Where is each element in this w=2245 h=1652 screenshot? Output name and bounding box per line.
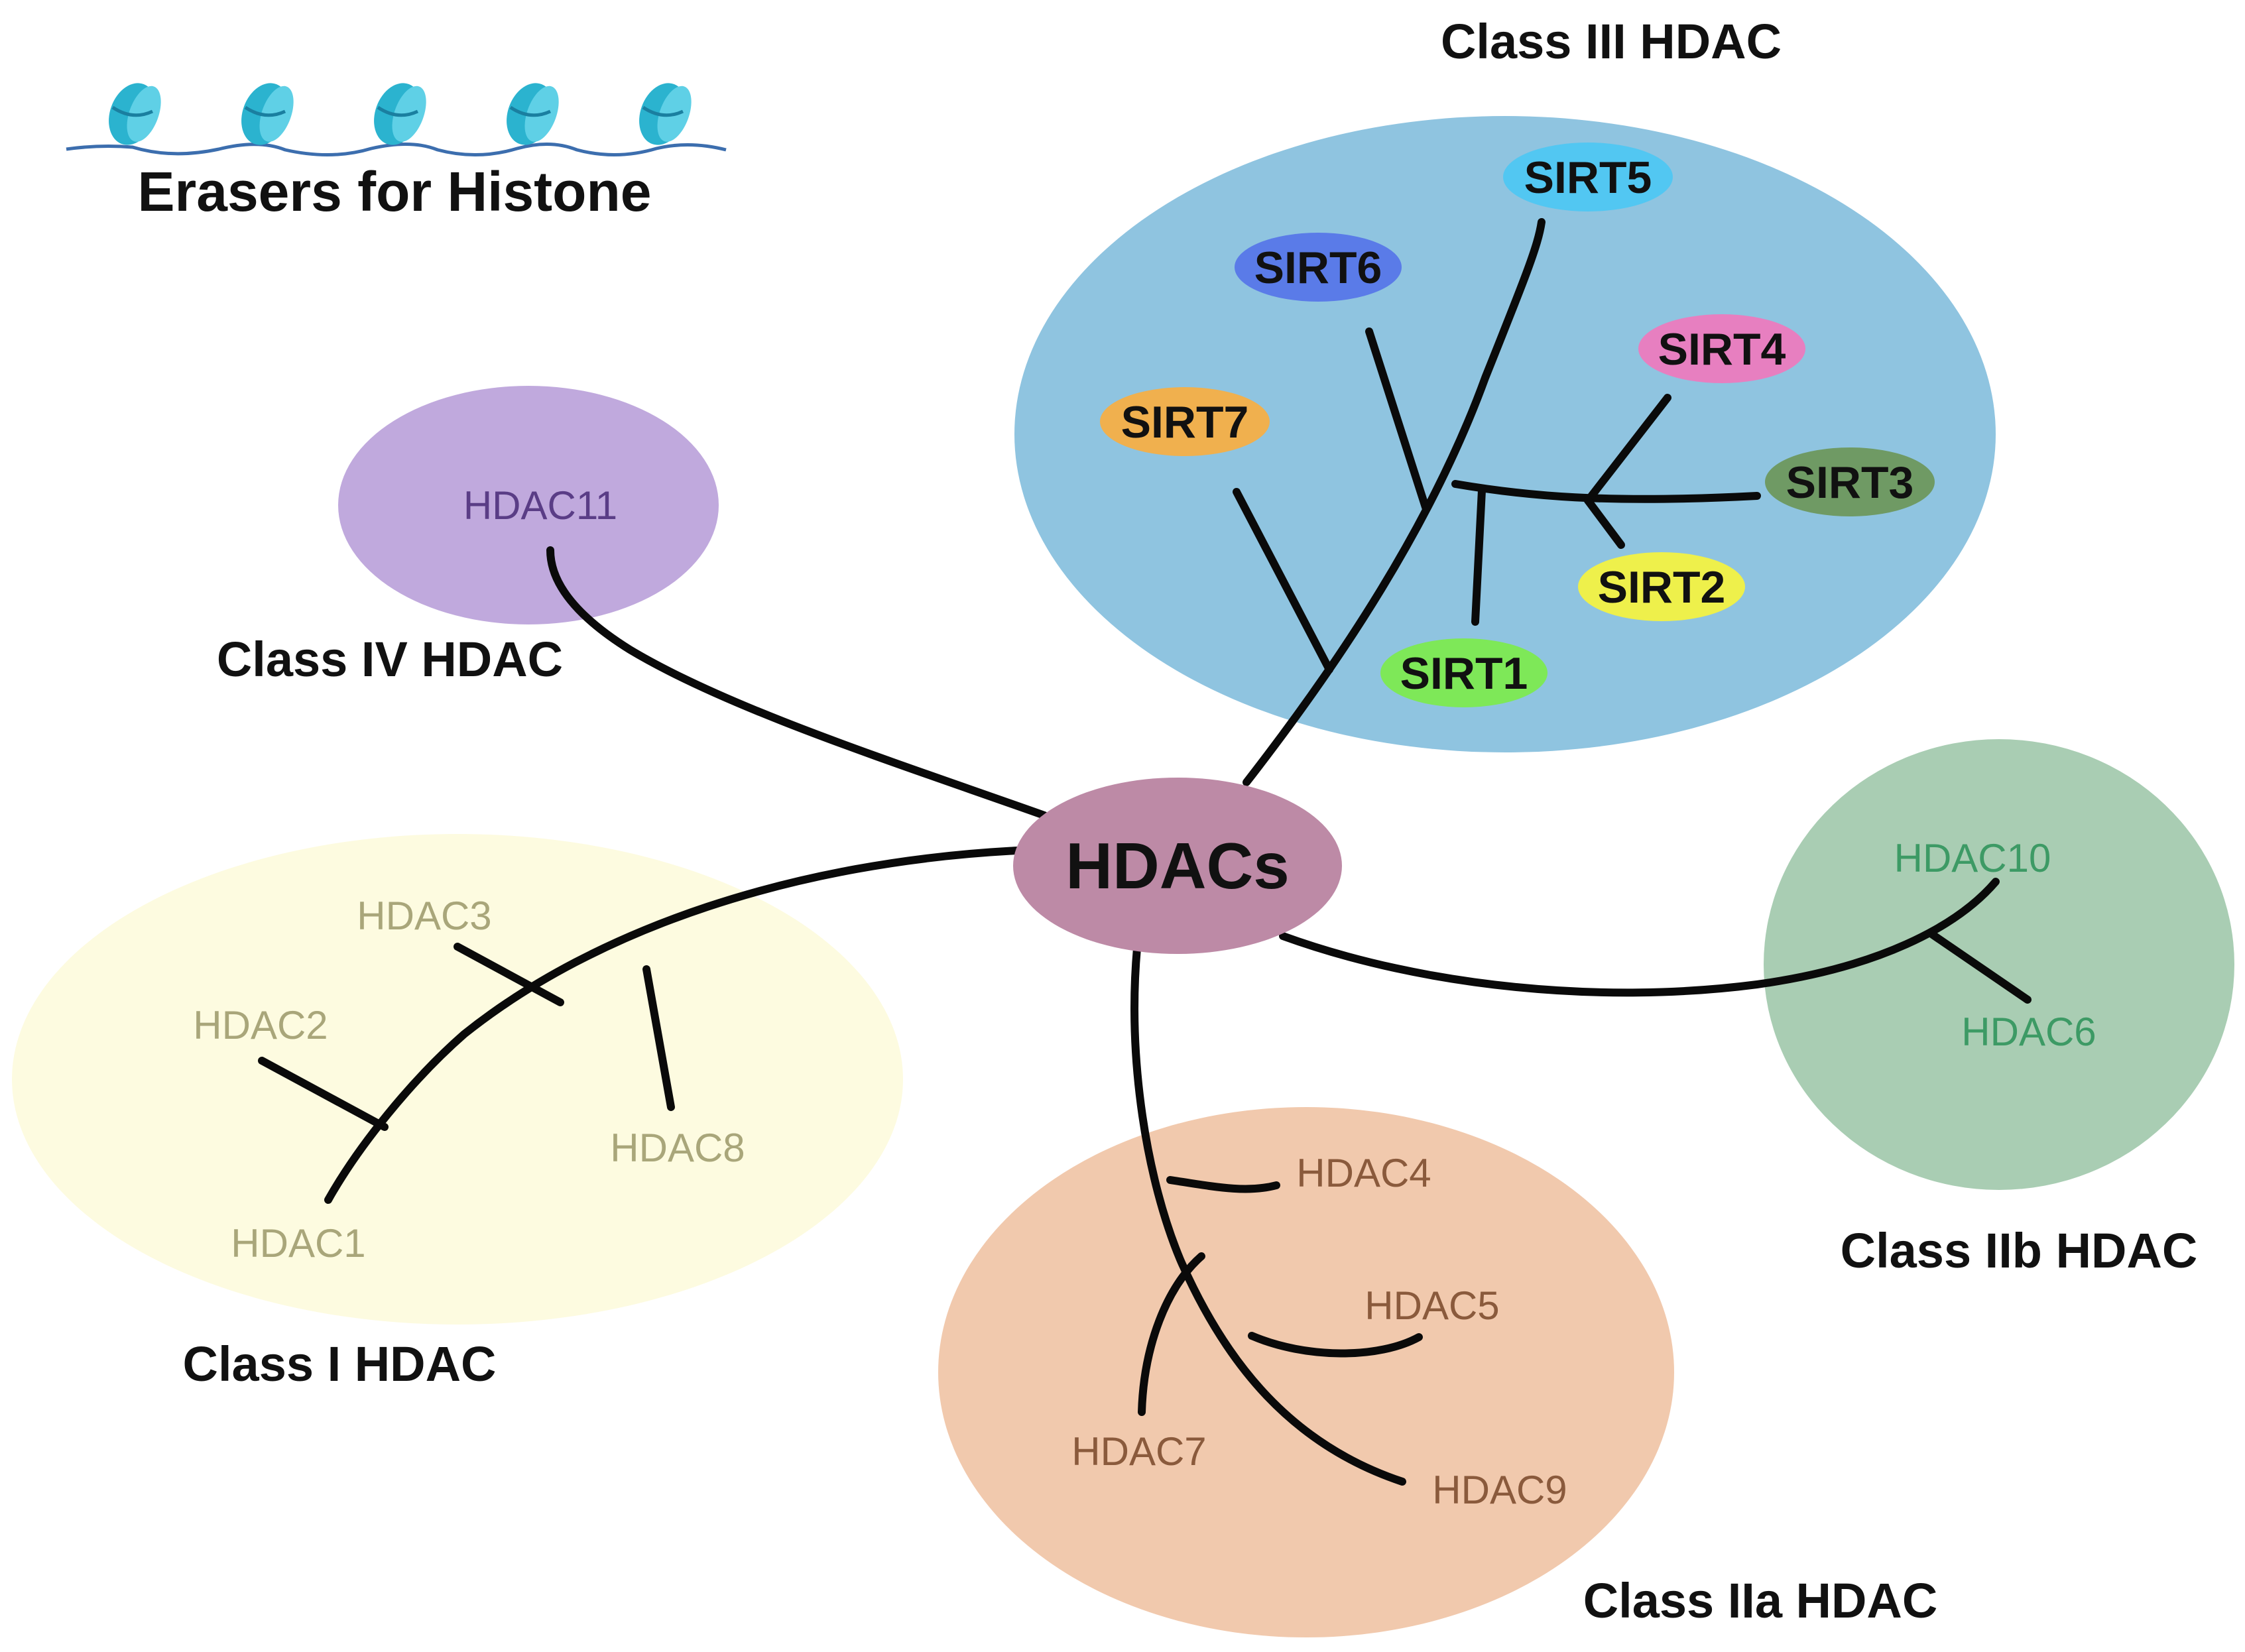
branch-hdac3 (454, 943, 564, 1006)
branch-sirt1 (1471, 487, 1486, 626)
branch-sirt7 (1233, 488, 1333, 674)
class-iib-region (1764, 739, 2234, 1190)
sirt3-pill (1765, 447, 1935, 516)
dna-strand (66, 142, 727, 156)
branch-hdac5 (1248, 1332, 1423, 1358)
class-iia-region (938, 1107, 1674, 1637)
sirt2-pill (1578, 552, 1745, 621)
branch-class-iv (546, 546, 1048, 819)
diagram-title: Erasers for Histone (138, 160, 652, 223)
hdac1-label: HDAC1 (231, 1221, 365, 1266)
branch-hdac4 (1166, 1176, 1280, 1193)
branch-class-iia (1130, 944, 1406, 1486)
nucleosome-icon (241, 83, 294, 145)
nucleosome-icon (639, 83, 692, 145)
hdac9-label: HDAC9 (1432, 1468, 1567, 1512)
branch-hdac8 (642, 965, 675, 1111)
root-node (1013, 778, 1342, 954)
hdac10-label: HDAC10 (1894, 836, 2051, 880)
sirt5-pill (1503, 143, 1673, 211)
hdac4-label: HDAC4 (1296, 1151, 1431, 1195)
branch-hdac2 (258, 1057, 389, 1131)
hdac8-label: HDAC8 (610, 1126, 745, 1170)
hdac5-label: HDAC5 (1365, 1283, 1499, 1328)
nucleosome-icon (109, 83, 161, 145)
sirt-pills: SIRT5 SIRT6 SIRT4 SIRT7 SIRT3 SIRT2 SIRT… (1100, 143, 1935, 707)
sirt1-label: SIRT1 (1400, 648, 1528, 699)
branch-sirt4 (1584, 394, 1671, 504)
sirt3-label: SIRT3 (1786, 457, 1914, 508)
branch-class-iii (1243, 218, 1546, 786)
hdac11-label: HDAC11 (463, 483, 617, 528)
hdac6-label: HDAC6 (1961, 1010, 2096, 1054)
sirt7-label: SIRT7 (1121, 397, 1249, 447)
hdac7-label: HDAC7 (1071, 1429, 1206, 1474)
nucleosome-icon (374, 83, 426, 145)
branch-hdac6 (1929, 931, 2032, 1004)
sirt6-pill (1235, 233, 1402, 302)
tree-branches (258, 218, 2032, 1486)
class-iv-region (338, 386, 719, 624)
class-iia-label: Class IIa HDAC (1583, 1573, 1938, 1628)
sirt4-label: SIRT4 (1658, 324, 1786, 375)
nucleosome-icon (507, 83, 559, 145)
histone-strip (66, 83, 727, 156)
sirt5-label: SIRT5 (1524, 152, 1652, 203)
class-i-label: Class I HDAC (183, 1336, 497, 1391)
class-iib-label: Class IIb HDAC (1841, 1223, 2198, 1278)
class-iv-label: Class IV HDAC (217, 632, 563, 687)
hdac2-label: HDAC2 (193, 1003, 328, 1047)
branch-sirt2 (1584, 497, 1625, 549)
branch-sirt6 (1365, 327, 1429, 511)
sirt6-label: SIRT6 (1254, 243, 1382, 293)
branch-hdac7 (1138, 1252, 1205, 1416)
sirt4-pill (1638, 314, 1805, 383)
sirt7-pill (1100, 387, 1270, 456)
sirt1-pill (1380, 638, 1547, 707)
class-i-region (12, 834, 903, 1325)
hdac3-label: HDAC3 (357, 894, 491, 938)
branch-class-iib (1279, 878, 2000, 997)
class-iii-label: Class III HDAC (1441, 14, 1782, 69)
root-label: HDACs (1065, 829, 1290, 902)
sirt2-label: SIRT2 (1598, 562, 1726, 613)
